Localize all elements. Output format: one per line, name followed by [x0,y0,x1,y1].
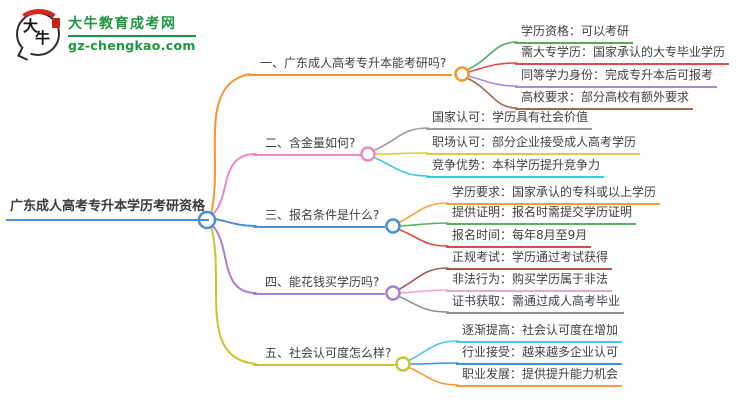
branch-4-sub-1-label: 正规考试：学历通过考试获得 [446,249,613,270]
logo-red-arc-icon [18,9,60,36]
connector-root-branch-3 [214,218,257,227]
branch-1-label: 一、广东成人高考专升本能考研吗? [248,55,453,76]
branch-5-sub-2-label: 行业接受：越来越多企业认可 [456,344,623,365]
root-node-label: 广东成人高考专升本学历考研资格 [6,198,210,221]
logo-text-block: 大牛教育成考网 gz-chengkao.com [68,16,196,53]
connector-branch-3-sub-3 [397,228,449,247]
connector-branch-4-sub-2 [398,289,449,294]
branch-2-sub-1-label: 国家认可：学历具有社会价值 [426,109,593,130]
branch-3-sub-2-label: 提供证明：报名时需提交学历证明 [446,204,637,225]
branch-2-node-circle [360,146,376,162]
connector-branch-2-sub-3 [372,156,429,177]
branch-2-label: 二、含金量如何? [253,135,362,156]
connector-branch-1-sub-2 [467,62,518,73]
connector-branch-4-sub-1 [397,267,449,291]
branch-1-sub-2-label: 需大专学历：国家承认的大专毕业学历 [515,44,730,65]
connector-root-branch-4 [211,224,257,294]
connector-branch-3-sub-2 [398,222,449,227]
site-logo: 大 牛 大牛教育成考网 gz-chengkao.com [16,9,196,61]
branch-2-sub-3-label: 竞争优势：本科学历提升竞争力 [426,157,605,178]
branch-5-label: 五、社会认可度怎么样? [253,345,398,366]
branch-3-label: 三、报名条件是什么? [253,207,386,228]
connector-branch-1-sub-4 [466,77,518,109]
logo-bubble-char-top: 大 [23,17,39,35]
branch-3-sub-1-label: 学历要求：国家承认的专科或以上学历 [446,184,661,205]
connector-branch-5-sub-3 [407,366,459,386]
connector-root-branch-5 [210,225,257,365]
branch-1-sub-1-label: 学历资格：可以考研 [515,23,634,44]
branch-4-sub-2-label: 非法行为：购买学历属于非法 [446,271,613,292]
branch-1-sub-4-label: 高校要求：部分高校有额外要求 [515,89,694,110]
logo-seal-icon [52,18,60,28]
branch-5-sub-3-label: 职业发展：提供提升能力机会 [456,366,623,387]
logo-site-url: gz-chengkao.com [68,37,196,53]
connector-root-branch-2 [211,153,257,216]
branch-5-sub-1-label: 逐渐提高：社会认可度在增加 [456,322,623,343]
branch-4-node-circle [385,285,401,301]
connector-root-branch-1 [210,73,251,215]
logo-site-name: 大牛教育成考网 [68,15,177,32]
connector-branch-3-sub-1 [397,202,449,224]
branch-1-node-circle [454,66,470,82]
branch-3-node-circle [385,218,401,234]
branch-1-sub-3-label: 同等学力身份：完成专升本后可报考 [515,67,718,88]
connector-branch-4-sub-3 [397,295,449,313]
logo-bubble-char-bottom: 牛 [35,29,51,47]
connector-branch-2-sub-1 [372,127,429,152]
branch-4-label: 四、能花钱买学历吗? [253,274,386,295]
branch-4-sub-3-label: 证书获取：需通过成人高考毕业 [446,293,625,314]
connector-branch-5-sub-2 [408,362,459,365]
logo-bubble-icon: 大 牛 [16,9,60,61]
branch-2-sub-2-label: 职场认可：部分企业接受成人高考学历 [426,134,641,155]
branch-5-node-circle [395,356,411,372]
connector-branch-1-sub-3 [467,75,518,87]
connector-branch-1-sub-1 [466,41,518,71]
logo-divider [68,34,196,37]
connector-branch-2-sub-2 [373,152,429,155]
branch-3-sub-3-label: 报名时间：每年8月至9月 [446,227,592,248]
connector-branch-5-sub-1 [407,340,459,362]
